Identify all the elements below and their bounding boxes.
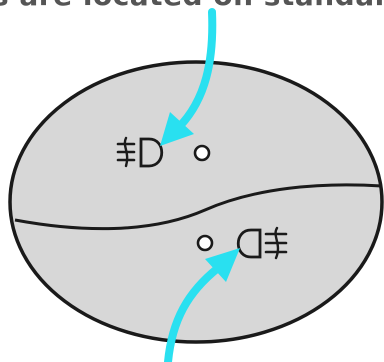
rear-indicator-light bbox=[198, 236, 212, 250]
front-indicator-light bbox=[195, 146, 209, 160]
